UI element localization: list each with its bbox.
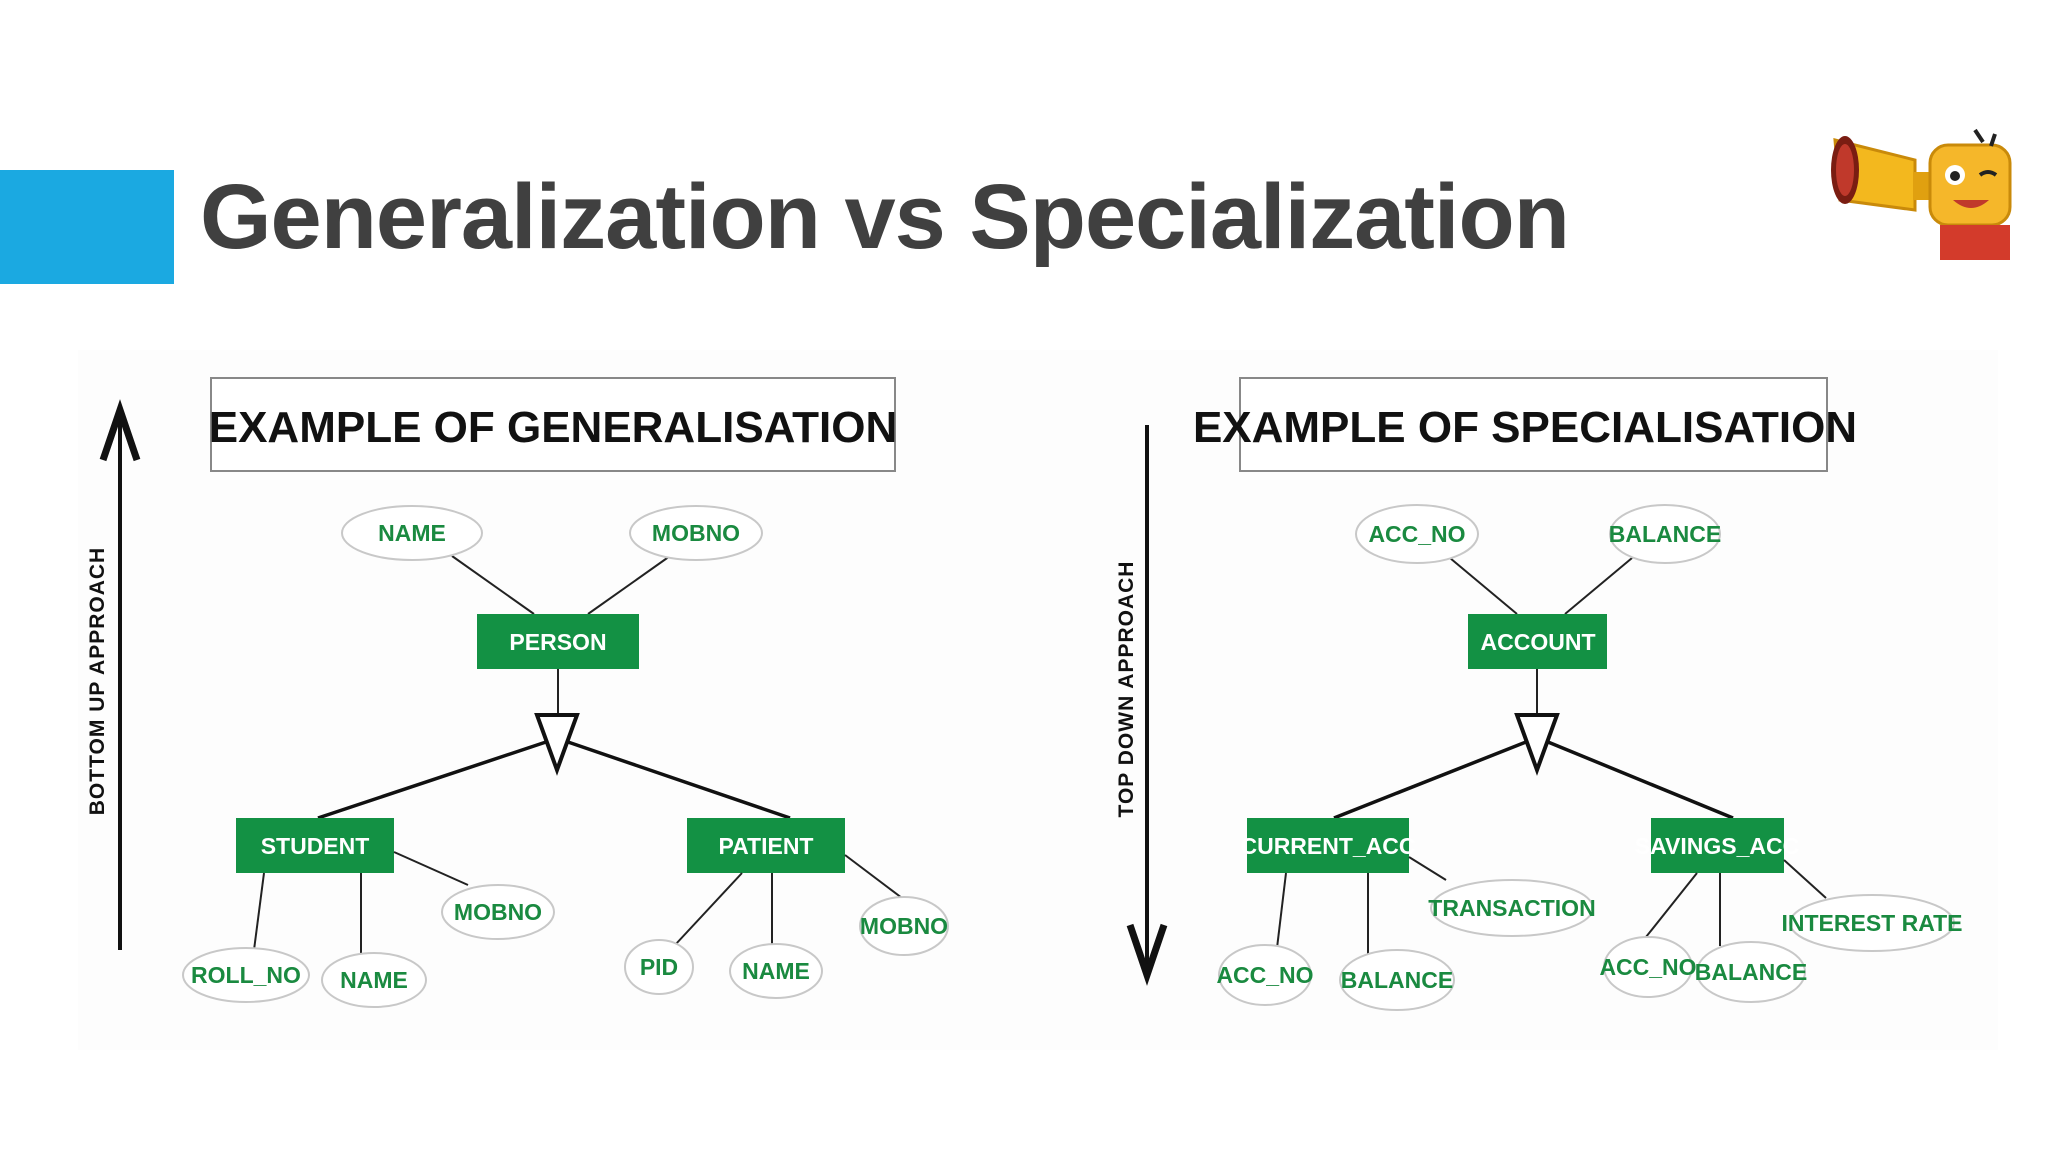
attribute-oval: [1603, 936, 1693, 998]
entity-box: [236, 818, 394, 873]
entity-label: PERSON: [509, 629, 606, 655]
generalisation-diagram: EXAMPLE OF GENERALISATION BOTTOM UP APPR…: [86, 377, 949, 1008]
isa-triangle-icon: [534, 713, 580, 776]
attribute-label: ROLL_NO: [191, 962, 301, 988]
entity-label: STUDENT: [261, 833, 370, 859]
attribute-label: NAME: [378, 520, 446, 546]
down-arrowhead-icon: [1126, 923, 1168, 986]
attribute-label: ACC_NO: [1368, 521, 1465, 547]
attribute-label: ACC_NO: [1599, 954, 1696, 980]
entity-label: ACCOUNT: [1481, 629, 1596, 655]
generalisation-heading-box: [210, 377, 896, 472]
slide-title: Generalization vs Specialization: [200, 166, 1570, 268]
specialisation-diagram: EXAMPLE OF SPECIALISATION TOP DOWN APPRO…: [1115, 377, 1963, 1011]
entity-label: SAVINGS_ACC: [1635, 833, 1799, 859]
attribute-oval: [1696, 941, 1806, 1003]
entity-box: [477, 614, 639, 669]
attribute-label: MOBNO: [860, 913, 948, 939]
attribute-oval: [629, 505, 763, 561]
attribute-label: ACC_NO: [1216, 962, 1313, 988]
link: [674, 872, 743, 946]
attribute-label: NAME: [340, 967, 408, 993]
attribute-oval: [321, 952, 427, 1008]
up-arrowhead-icon: [99, 399, 141, 462]
bottom-up-label: BOTTOM UP APPROACH: [86, 547, 109, 815]
attribute-oval: [729, 943, 823, 999]
isa-link: [567, 740, 791, 820]
link: [1641, 872, 1698, 943]
attribute-oval: [1789, 894, 1955, 952]
attribute-label: MOBNO: [454, 899, 542, 925]
link: [451, 555, 535, 615]
attribute-label: NAME: [742, 958, 810, 984]
attribute-label: TRANSACTION: [1428, 895, 1595, 921]
entity-label: PATIENT: [719, 833, 814, 859]
link: [587, 555, 671, 615]
link: [253, 872, 265, 951]
link: [1408, 856, 1447, 881]
attribute-oval: [859, 896, 949, 956]
attribute-label: BALANCE: [1609, 521, 1721, 547]
attribute-oval: [1430, 879, 1594, 937]
attribute-oval: [1218, 944, 1312, 1006]
entity-box: [687, 818, 845, 873]
title-accent-bar: [0, 170, 174, 284]
attribute-label: PID: [640, 954, 678, 980]
attribute-oval: [182, 947, 310, 1003]
specialisation-heading: EXAMPLE OF SPECIALISATION: [1193, 403, 1857, 452]
isa-triangle-icon: [1514, 713, 1560, 776]
attribute-oval: [1609, 504, 1721, 564]
link: [393, 851, 469, 886]
attribute-oval: [441, 884, 555, 940]
specialisation-heading-box: [1239, 377, 1828, 472]
entity-box: [1651, 818, 1784, 873]
entity-box: [1247, 818, 1409, 873]
generalisation-heading: EXAMPLE OF GENERALISATION: [209, 403, 898, 452]
link: [1276, 872, 1287, 949]
top-down-label: TOP DOWN APPROACH: [1115, 561, 1138, 818]
attribute-oval: [341, 505, 483, 561]
attribute-oval: [1355, 504, 1479, 564]
isa-link: [317, 740, 547, 820]
attribute-oval: [624, 939, 694, 995]
isa-link: [1547, 740, 1734, 820]
attribute-label: MOBNO: [652, 520, 740, 546]
link: [1564, 557, 1633, 615]
attribute-label: BALANCE: [1341, 967, 1453, 993]
attribute-label: BALANCE: [1695, 959, 1807, 985]
link: [1449, 557, 1518, 615]
link: [1783, 859, 1827, 899]
attribute-label: INTEREST RATE: [1781, 910, 1962, 936]
attribute-oval: [1339, 949, 1455, 1011]
entity-box: [1468, 614, 1607, 669]
isa-link: [1333, 740, 1527, 820]
megaphone-mascot-icon: [1831, 128, 2012, 260]
entity-label: CURRENT_ACC: [1240, 833, 1415, 859]
link: [844, 854, 903, 899]
